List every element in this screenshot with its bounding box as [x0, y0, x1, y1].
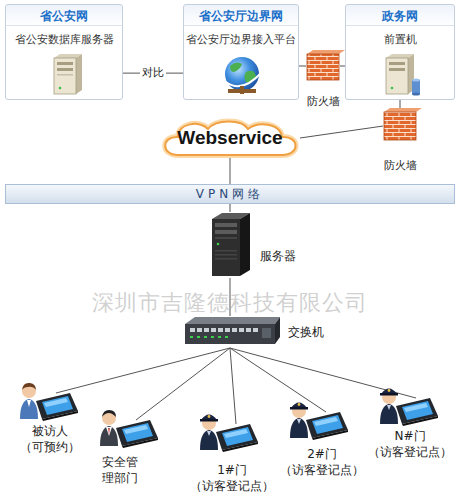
terminal-label: 2#门 （访客登记点） — [272, 446, 372, 478]
connector-line — [136, 348, 230, 420]
service-label: Webservice — [160, 128, 300, 148]
zone-label: 前置机 — [346, 31, 454, 47]
zone-heading: 省公安厅边界网 — [184, 7, 298, 26]
database-server-icon — [54, 54, 82, 94]
terminal-point: 安全管 理部门 — [88, 420, 152, 488]
visitor-terminal-icon — [100, 410, 158, 448]
switch-icon — [185, 317, 280, 344]
zone-heading: 政务网 — [346, 7, 454, 26]
network-zone: 省公安厅边界网省公安厅边界接入平台 — [183, 4, 299, 100]
connector-line — [230, 348, 236, 424]
connector-line — [300, 126, 383, 138]
zone-label: 省公安厅边界接入平台 — [184, 31, 298, 47]
globe-icon — [225, 57, 262, 94]
firewall-label: 防火墙 — [303, 94, 343, 110]
terminal-label: 被访人 （可预约） — [5, 423, 95, 455]
server-tower-icon — [212, 213, 250, 276]
connector-line — [230, 158, 231, 184]
terminal-point: 1#门 （访客登记点） — [182, 424, 282, 494]
connector-line — [56, 348, 230, 393]
server: 服务器 — [205, 212, 305, 278]
front-server-icon — [386, 54, 420, 96]
network-zone: 政务网前置机 — [345, 4, 455, 100]
connector-line — [299, 65, 306, 66]
band-label: VPN网络 — [6, 185, 454, 203]
terminal-label: 安全管 理部门 — [88, 454, 152, 486]
firewall-label: 防火墙 — [380, 158, 420, 174]
terminal-point: 被访人 （可预约） — [5, 393, 95, 455]
terminal-point: 2#门 （访客登记点） — [272, 412, 372, 478]
visitor-terminal-icon — [20, 383, 78, 421]
server-label: 服务器 — [253, 248, 303, 264]
network-zone: 省公安网省公安数据库服务器 — [5, 4, 123, 100]
switch: 交换机 — [183, 316, 333, 348]
connector-line — [400, 100, 401, 108]
connector-label: 对比 — [140, 66, 166, 80]
watermark: 深圳市吉隆德科技有限公司 — [0, 290, 460, 316]
visitor-terminal-icon — [380, 389, 438, 427]
terminal-point: N#门 （访客登记点） — [362, 398, 458, 460]
terminal-label: N#门 （访客登记点） — [362, 428, 458, 460]
zone-heading: 省公安网 — [6, 7, 122, 26]
visitor-terminal-icon — [200, 415, 258, 453]
firewall: 防火墙 — [306, 50, 340, 112]
connector-line — [230, 348, 416, 398]
network-band: VPN网络 — [5, 184, 455, 204]
connector-line — [230, 348, 326, 412]
zone-label: 省公安数据库服务器 — [6, 31, 122, 47]
cloud-service: Webservice — [160, 118, 300, 158]
firewall: 防火墙 — [383, 108, 417, 174]
connector-line — [230, 204, 231, 212]
switch-label: 交换机 — [279, 324, 333, 340]
terminal-label: 1#门 （访客登记点） — [182, 462, 282, 494]
visitor-terminal-icon — [290, 403, 348, 441]
firewall-icon — [307, 50, 345, 80]
firewall-icon — [384, 108, 422, 140]
